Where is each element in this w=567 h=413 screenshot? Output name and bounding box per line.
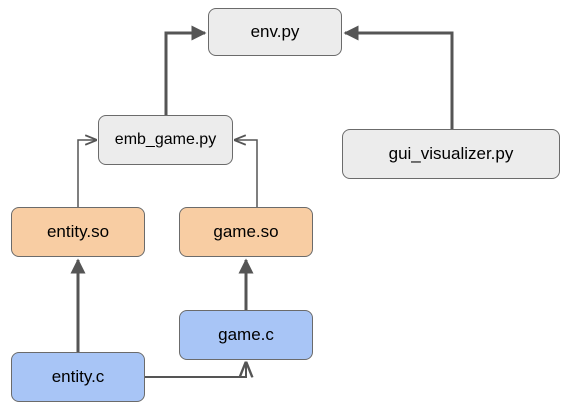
edge-entity-c-to-game-c [145,363,246,378]
node-label: entity.so [46,222,110,241]
node-env-py[interactable]: env.py [208,8,342,56]
node-label: emb_game.py [114,131,217,148]
edge-entity-so-to-emb-game [77,140,96,207]
node-entity-c[interactable]: entity.c [11,352,145,402]
edge-emb-game-to-env [164,25,207,115]
node-gui-visualizer-py[interactable]: gui_visualizer.py [342,129,560,179]
node-emb-game-py[interactable]: emb_game.py [98,115,233,165]
node-label: game.so [213,222,279,241]
node-label: env.py [250,22,300,41]
edge-game-so-to-emb-game [235,140,258,207]
edge-gui-visualizer-to-env [343,25,454,129]
node-label: game.c [218,325,274,344]
node-entity-so[interactable]: entity.so [11,207,145,257]
node-game-so[interactable]: game.so [179,207,313,257]
node-label: gui_visualizer.py [388,144,514,163]
node-label: entity.c [51,367,105,386]
node-game-c[interactable]: game.c [179,310,313,360]
